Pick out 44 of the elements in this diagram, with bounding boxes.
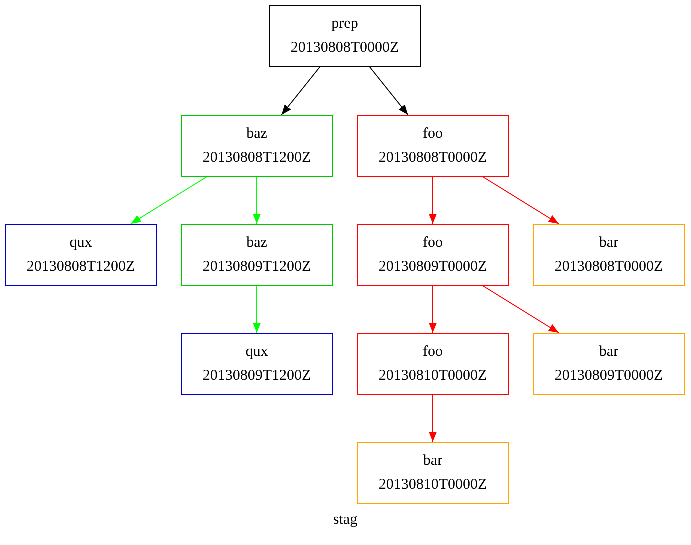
timestamp-label: 20130808T1200Z xyxy=(202,149,312,168)
process-box xyxy=(5,224,157,286)
timestamp-label: 20130808T0000Z xyxy=(378,149,488,168)
task-name: foo xyxy=(423,125,443,144)
task-name: qux xyxy=(70,234,92,253)
task-name: bar xyxy=(599,343,619,362)
arrow xyxy=(429,286,437,334)
task-name: qux xyxy=(246,343,268,362)
task-name: prep xyxy=(332,15,358,34)
arrow xyxy=(253,176,261,224)
process-box xyxy=(533,333,685,395)
arrow xyxy=(130,176,208,224)
process-box xyxy=(181,333,333,395)
process-box xyxy=(269,5,421,67)
process-box xyxy=(357,333,509,395)
task-name: bar xyxy=(599,234,619,253)
timestamp-label: 20130810T0000Z xyxy=(378,367,488,386)
task-name: foo xyxy=(423,234,443,253)
timestamp-label: 20130810T0000Z xyxy=(378,476,488,495)
arrow xyxy=(429,394,437,442)
timestamp-label: 20130808T1200Z xyxy=(26,258,136,277)
task-name: foo xyxy=(423,343,443,362)
timestamp-label: 20130809T0000Z xyxy=(554,367,664,386)
process-box xyxy=(181,115,333,177)
arrow xyxy=(369,66,409,116)
task-name: baz xyxy=(246,234,268,253)
arrow xyxy=(253,286,261,334)
timestamp-label: 20130809T1200Z xyxy=(202,367,312,386)
timestamp-label: 20130808T0000Z xyxy=(290,39,400,58)
timestamp-label: 20130809T1200Z xyxy=(202,258,312,277)
timestamp-label: 20130808T0000Z xyxy=(554,258,664,277)
arrow xyxy=(482,286,560,334)
arrow xyxy=(429,176,437,224)
timestamp-label: 20130809T0000Z xyxy=(378,258,488,277)
process-box xyxy=(357,442,509,504)
process-box xyxy=(357,115,509,177)
caption: stag xyxy=(333,512,358,528)
process-box xyxy=(533,224,685,286)
process-box xyxy=(357,224,509,286)
arrow xyxy=(281,66,321,116)
task-name: baz xyxy=(246,125,268,144)
task-name: bar xyxy=(423,452,443,471)
arrow xyxy=(482,176,560,224)
process-box xyxy=(181,224,333,286)
